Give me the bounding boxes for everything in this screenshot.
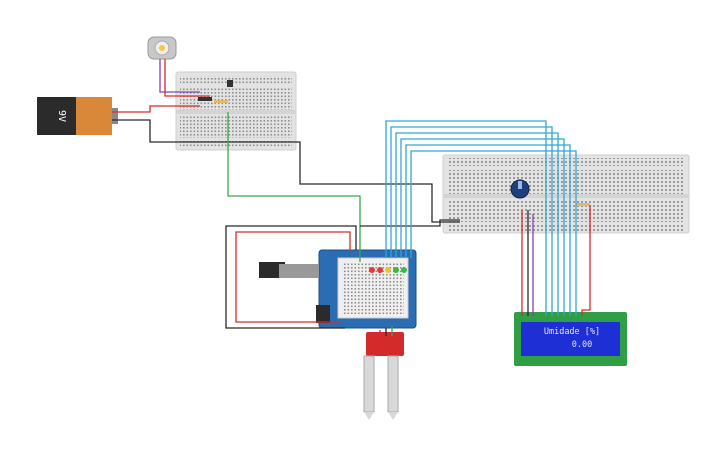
breadboard-small[interactable] <box>175 71 297 151</box>
wire-gnd-bus[interactable] <box>360 219 460 227</box>
lcd-16x2[interactable] <box>514 312 627 366</box>
dc-motor[interactable] <box>147 36 177 60</box>
wire-lcd-d4[interactable] <box>400 138 565 316</box>
transistor[interactable] <box>227 80 233 87</box>
wire-lcd-d2[interactable] <box>390 126 553 316</box>
wire-lcd-backlight[interactable] <box>581 205 591 316</box>
wire-lcd-d6[interactable] <box>410 150 577 316</box>
breadboard-large[interactable] <box>442 154 690 234</box>
wire-signal-green[interactable] <box>227 112 361 262</box>
wire-arduino-gnd[interactable] <box>225 225 357 329</box>
battery-9v[interactable] <box>37 97 118 135</box>
wires <box>112 59 591 336</box>
wire-arduino-5v[interactable] <box>235 231 351 323</box>
wire-lcd-d3[interactable] <box>395 132 559 316</box>
lcd-line-1: Umidade [%] <box>544 327 600 337</box>
wire-battery-red[interactable] <box>112 105 200 113</box>
battery-label: 9V <box>56 110 67 122</box>
diode[interactable] <box>198 97 212 101</box>
wire-battery-black[interactable] <box>112 119 460 223</box>
resistor-large-board[interactable] <box>576 203 590 206</box>
wire-lcd-d1[interactable] <box>385 120 547 316</box>
wire-motor-purple[interactable] <box>159 59 200 93</box>
indicator-leds <box>369 267 407 273</box>
soil-moisture-sensor[interactable] <box>363 332 404 420</box>
lcd-line-2: 0.00 <box>572 340 592 350</box>
potentiometer[interactable] <box>510 179 530 199</box>
wire-lcd-d5[interactable] <box>405 144 571 316</box>
resistor-small-board[interactable] <box>214 100 228 103</box>
arduino-uno[interactable] <box>259 249 417 329</box>
wire-motor-red[interactable] <box>164 59 210 97</box>
